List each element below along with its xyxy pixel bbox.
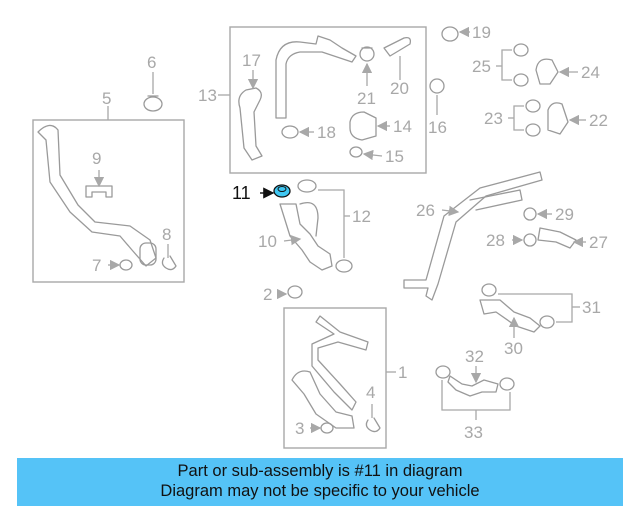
callout-22: 22 <box>589 111 608 130</box>
part-hose-22 <box>547 102 569 135</box>
parts-diagram: 1 2 3 4 5 6 7 8 9 10 11 12 13 14 15 16 1… <box>32 23 608 449</box>
part-clamp-33b <box>499 377 515 391</box>
part-pipe-13 <box>275 35 357 119</box>
info-banner: Part or sub-assembly is #11 in diagram D… <box>17 458 623 506</box>
callout-24: 24 <box>581 63 600 82</box>
part-clamp-2 <box>287 285 303 299</box>
callout-15: 15 <box>385 147 404 166</box>
part-pipe-1 <box>311 315 369 411</box>
callout-31: 31 <box>582 298 601 317</box>
callout-3: 3 <box>295 419 304 438</box>
part-clamp-25b <box>513 73 529 87</box>
part-clamp-23b <box>525 123 541 137</box>
part-clamp-12a <box>297 179 317 193</box>
part-clamp-11 <box>273 184 291 198</box>
part-clip-4 <box>365 417 381 433</box>
part-pipe-26 <box>403 171 543 301</box>
part-hose-10 <box>279 203 333 271</box>
banner-line-2: Diagram may not be specific to your vehi… <box>160 482 480 500</box>
callout-5: 5 <box>102 89 111 108</box>
callout-20: 20 <box>390 79 409 98</box>
part-clamp-19 <box>441 26 459 42</box>
part-clamp-31b <box>539 315 555 329</box>
callout-28: 28 <box>486 231 505 250</box>
callout-10: 10 <box>258 232 277 251</box>
part-clamp-12b <box>335 259 353 273</box>
part-hose-1 <box>291 370 355 429</box>
part-hose-27 <box>537 227 577 249</box>
part-clamp-28 <box>523 233 537 247</box>
part-oring-3 <box>320 422 334 434</box>
callout-9: 9 <box>92 149 101 168</box>
part-bracket-9 <box>85 185 113 198</box>
part-clamp-15 <box>349 146 363 158</box>
callout-23: 23 <box>484 109 503 128</box>
part-hose-17 <box>238 87 263 161</box>
part-clamp-18 <box>281 125 299 139</box>
callout-13: 13 <box>198 86 217 105</box>
callout-19: 19 <box>472 23 491 42</box>
part-clamp-25a <box>513 43 529 57</box>
group-box-13 <box>229 26 427 174</box>
callout-29: 29 <box>555 205 574 224</box>
part-clamp-6 <box>143 95 163 112</box>
callout-25: 25 <box>472 57 491 76</box>
part-clamp-21 <box>359 46 375 62</box>
part-clamp-29 <box>523 207 537 221</box>
part-oring-7 <box>119 259 133 271</box>
callout-17: 17 <box>242 51 261 70</box>
part-clamp-31a <box>481 283 497 297</box>
callout-14: 14 <box>393 117 412 136</box>
callout-7: 7 <box>92 256 101 275</box>
callout-6: 6 <box>147 53 156 72</box>
callout-11: 11 <box>232 183 251 203</box>
callout-8: 8 <box>162 225 171 244</box>
callout-26: 26 <box>416 201 435 220</box>
part-clamp-23a <box>525 99 541 113</box>
callout-21: 21 <box>357 89 376 108</box>
callout-27: 27 <box>589 233 608 252</box>
part-clamp-33a <box>435 365 451 379</box>
callout-18: 18 <box>317 123 336 142</box>
callout-32: 32 <box>465 347 484 366</box>
callout-30: 30 <box>504 339 523 358</box>
callout-1: 1 <box>398 363 407 382</box>
callout-33: 33 <box>464 423 483 442</box>
callout-2: 2 <box>263 285 272 304</box>
group-box-1 <box>283 307 387 449</box>
part-hose-32 <box>447 375 499 397</box>
part-hose-24 <box>535 58 559 85</box>
part-clamp-16 <box>429 78 445 94</box>
part-hose-30 <box>479 299 541 333</box>
callout-16: 16 <box>428 118 447 137</box>
part-hose-5 <box>37 124 157 267</box>
part-elbow-14 <box>349 111 377 141</box>
part-clip-8 <box>161 255 177 271</box>
part-hose-20 <box>383 36 412 57</box>
callout-4: 4 <box>366 383 375 402</box>
banner-line-1: Part or sub-assembly is #11 in diagram <box>177 462 463 480</box>
callout-12: 12 <box>352 207 371 226</box>
